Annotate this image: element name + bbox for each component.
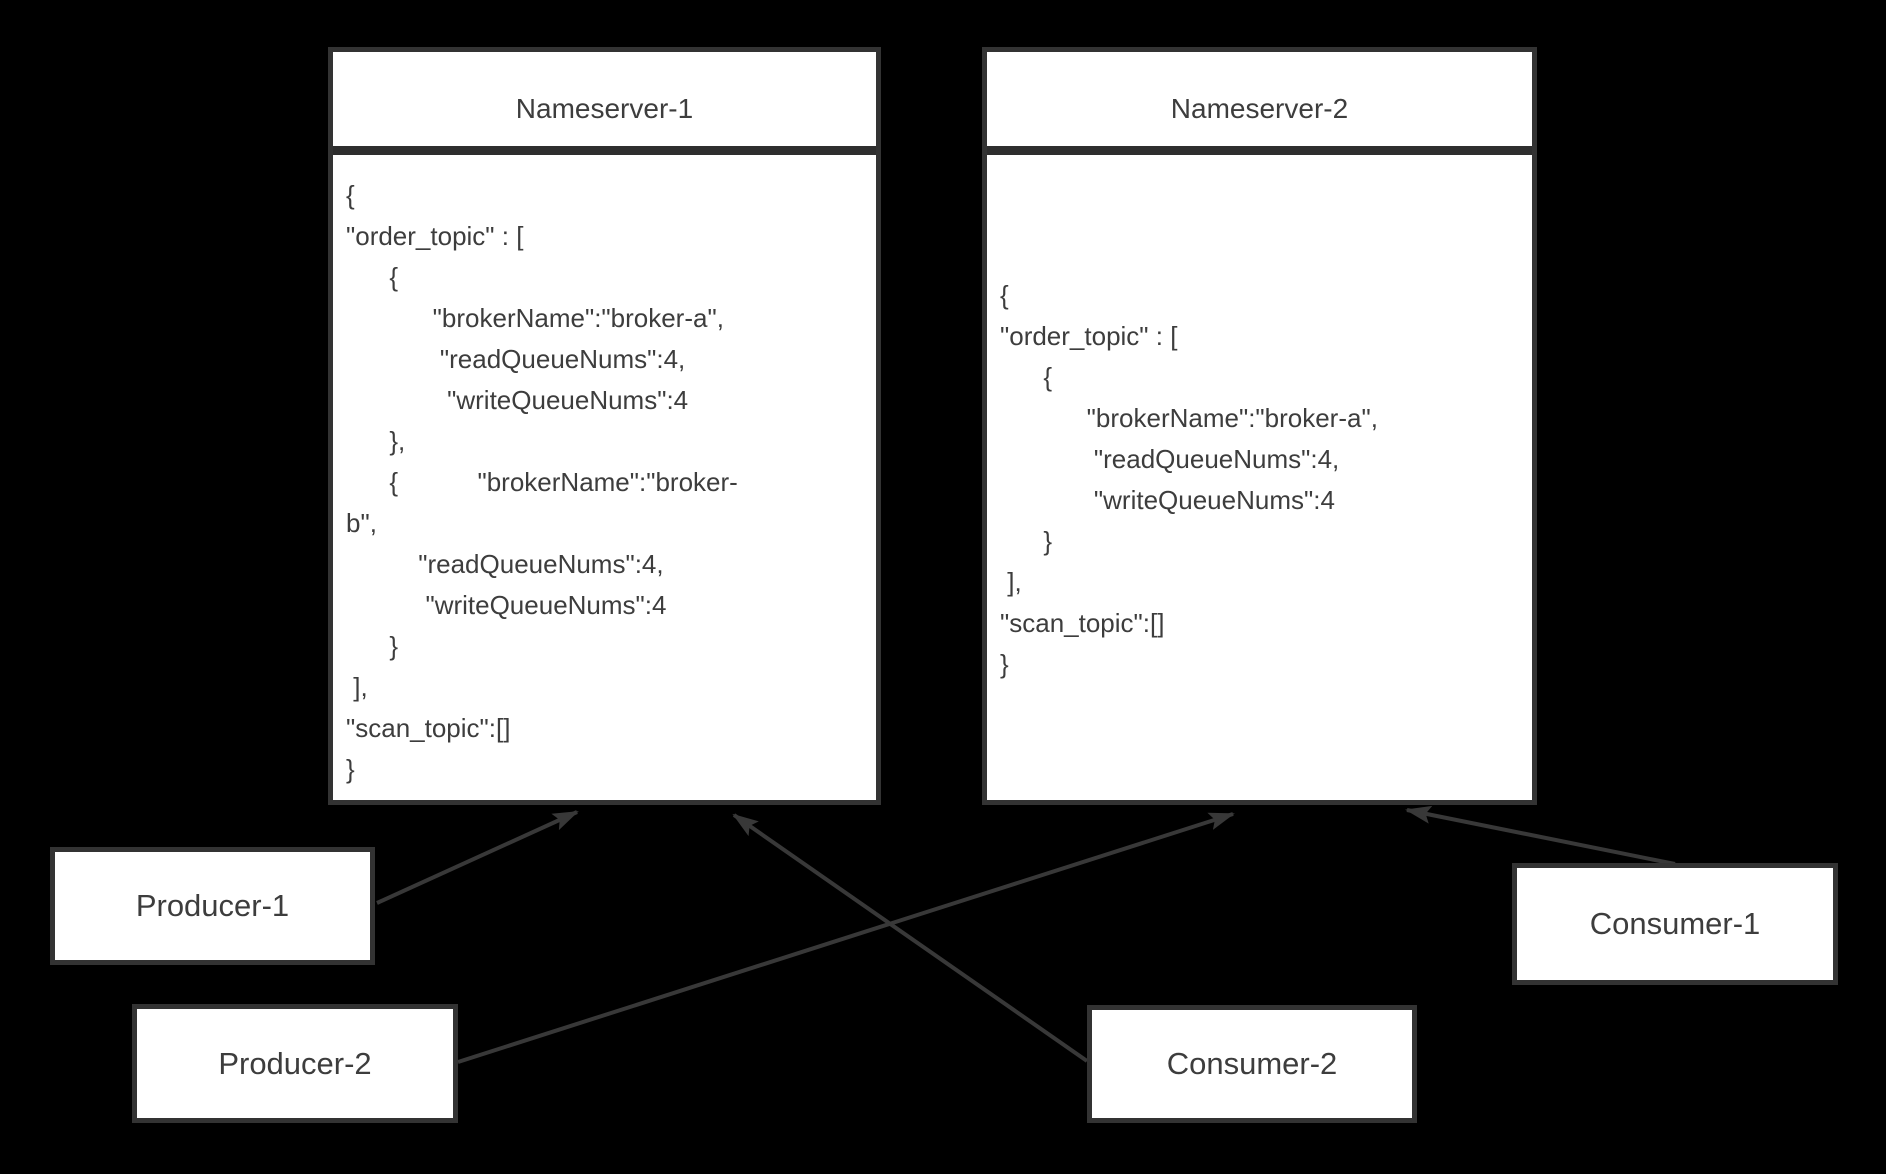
arrow-producer2-to-nameserver2 <box>457 812 1235 1064</box>
nameserver-1-title: Nameserver-1 <box>333 52 876 155</box>
arrow-consumer1-to-nameserver2 <box>1405 805 1676 866</box>
producer-1-label: Producer-1 <box>135 888 290 923</box>
nameserver-2-title: Nameserver-2 <box>987 52 1532 155</box>
nameserver-2-box: Nameserver-2 { "order_topic" : [ { "brok… <box>982 47 1537 805</box>
arrow-producer1-to-nameserver1 <box>376 810 579 905</box>
producer-2-box: Producer-2 <box>132 1004 458 1123</box>
consumer-2-box: Consumer-2 <box>1087 1005 1417 1123</box>
nameserver-2-route-table: { "order_topic" : [ { "brokerName":"brok… <box>1000 280 1378 679</box>
consumer-2-label: Consumer-2 <box>1166 1046 1338 1081</box>
nameserver-1-route-table: { "order_topic" : [ { "brokerName":"brok… <box>346 180 738 784</box>
producer-2-label: Producer-2 <box>218 1045 372 1081</box>
arrow-consumer2-to-nameserver1 <box>732 813 1089 1063</box>
consumer-1-box: Consumer-1 <box>1512 863 1838 985</box>
nameserver-1-box: Nameserver-1 { "order_topic" : [ { "brok… <box>328 47 881 805</box>
producer-1-box: Producer-1 <box>50 847 375 965</box>
consumer-1-label: Consumer-1 <box>1589 906 1761 941</box>
